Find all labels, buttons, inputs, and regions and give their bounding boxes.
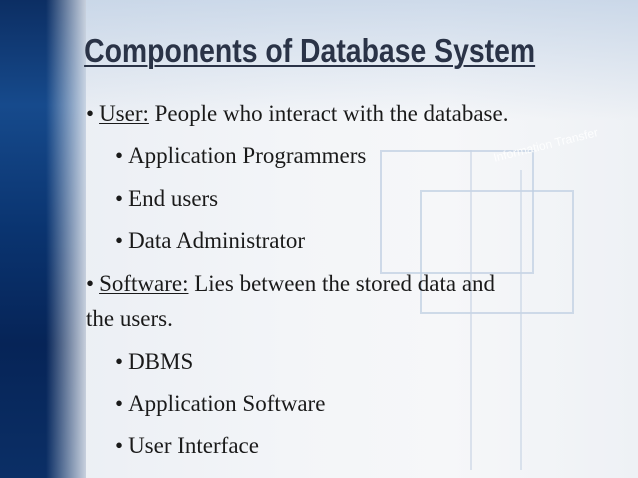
sub-bullet-application-software: •Application Software [115, 390, 325, 418]
term-user: User: [99, 101, 149, 126]
bullet-text: Application Software [128, 391, 326, 416]
bullet-glyph: • [115, 143, 124, 168]
sub-bullet-data-administrator: •Data Administrator [115, 227, 305, 255]
bullet-glyph: • [115, 391, 124, 416]
bullet-user: •User: People who interact with the data… [86, 100, 508, 128]
sub-bullet-end-users: •End users [115, 185, 218, 213]
sub-bullet-dbms: •DBMS [115, 348, 193, 376]
bullet-glyph: • [115, 433, 124, 458]
bullet-software: •Software: Lies between the stored data … [86, 270, 495, 298]
bullet-text: People who interact with the database. [148, 101, 509, 126]
sub-bullet-user-interface: •User Interface [115, 432, 259, 460]
bullet-text: User Interface [128, 433, 259, 458]
background-watermark-text: Information Transfer [491, 125, 600, 165]
decorative-line [520, 170, 522, 470]
decorative-square [380, 150, 534, 274]
bullet-text: End users [128, 186, 219, 211]
bullet-text: Application Programmers [128, 143, 367, 168]
bullet-glyph: • [115, 186, 124, 211]
bullet-glyph: • [115, 228, 124, 253]
bullet-text: Data Administrator [128, 228, 305, 253]
decorative-left-band [0, 0, 86, 478]
bullet-software-continuation: the users. [86, 306, 173, 331]
bullet-glyph: • [86, 101, 95, 126]
decorative-top-haze [86, 0, 638, 120]
term-software: Software: [99, 271, 189, 296]
bullet-glyph: • [86, 271, 95, 296]
decorative-square [420, 190, 574, 314]
sub-bullet-application-programmers: •Application Programmers [115, 142, 366, 170]
decorative-line [470, 150, 472, 470]
bullet-text: Lies between the stored data and [188, 271, 496, 296]
bullet-glyph: • [115, 349, 124, 374]
bullet-text: DBMS [128, 349, 194, 374]
slide-title: Components of Database System [84, 32, 536, 69]
